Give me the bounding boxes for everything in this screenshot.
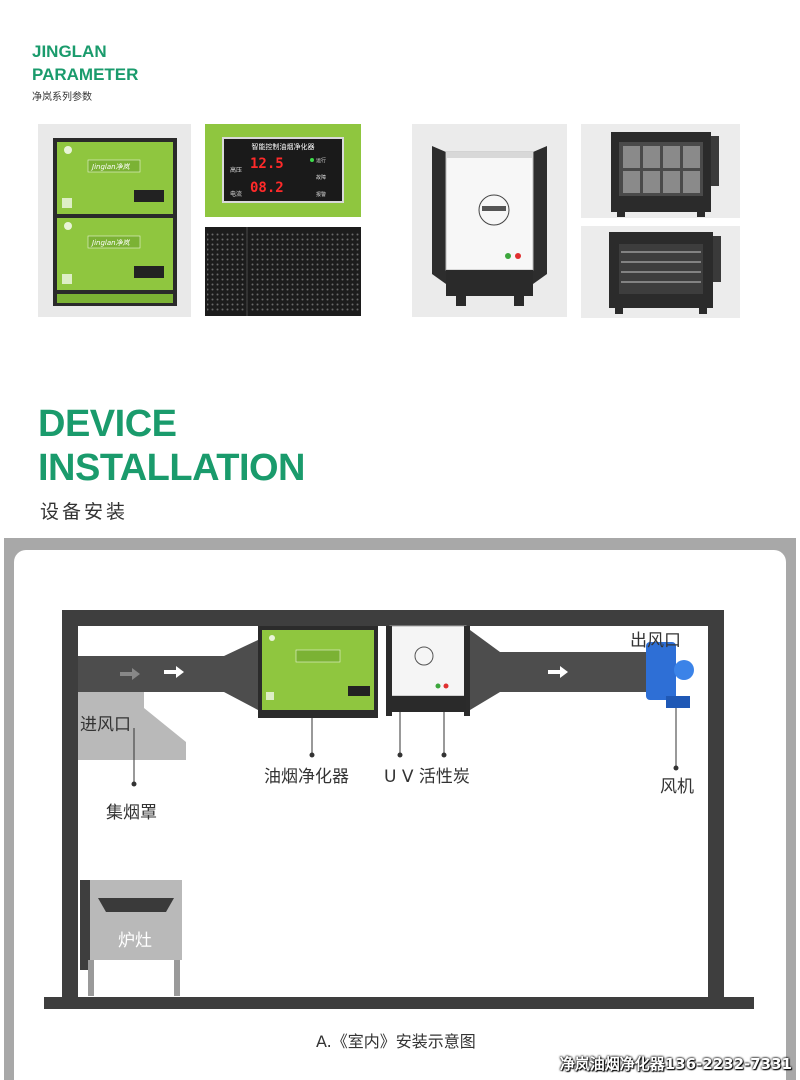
uv-lamps-image xyxy=(609,232,721,314)
photo-control-panel: 智能控制油烟净化器 高压 12.5 电流 08.2 运行 故障 报警 xyxy=(205,124,361,217)
uv-unit-base xyxy=(390,696,466,712)
room-right-wall xyxy=(708,610,724,1002)
voltage-label: 高压 xyxy=(230,167,243,174)
diagram-drawing xyxy=(44,610,754,1009)
uv-cabinet-image xyxy=(432,146,547,306)
installation-subtitle: 设备安装 xyxy=(40,501,129,523)
panel-title: 智能控制油烟净化器 xyxy=(251,143,315,151)
product-logo-2: Jinglan净岚 xyxy=(92,239,130,247)
run-label: 运行 xyxy=(316,158,327,164)
label-inlet: 进风口 xyxy=(80,715,131,735)
installation-title-line-1: DEVICE xyxy=(38,403,177,445)
brand-heading: JINGLAN PARAMETER xyxy=(32,40,138,86)
brand-subtitle: 净岚系列参数 xyxy=(32,92,92,103)
room-left-wall xyxy=(62,610,78,1002)
filter-grid-image xyxy=(611,132,719,217)
room-floor xyxy=(44,997,754,1009)
label-hood: 集烟罩 xyxy=(106,803,157,823)
installation-diagram: 进风口 集烟罩 油烟净化器 U V 活性炭 出风口 风机 炉灶 A.《室内》安装… xyxy=(4,538,796,1080)
run-indicator-icon xyxy=(310,158,314,162)
photo-uv-cabinet xyxy=(412,124,567,317)
current-label: 电流 xyxy=(230,191,243,198)
uv-unit-body xyxy=(389,625,467,697)
current-value: 08.2 xyxy=(250,180,284,196)
brand-line-1: JINGLAN xyxy=(32,42,107,61)
voltage-value: 12.5 xyxy=(250,156,284,172)
airflow-arrows xyxy=(120,666,568,680)
photo-perforated-panel xyxy=(205,227,361,316)
fault-label: 故障 xyxy=(316,175,327,181)
alarm-label: 报警 xyxy=(316,192,327,198)
purifier-front xyxy=(262,630,374,710)
photo-filter-grid xyxy=(581,124,740,218)
installation-title-line-2: INSTALLATION xyxy=(38,447,306,489)
smoke-hood xyxy=(78,692,186,760)
diagram-canvas: 进风口 集烟罩 油烟净化器 U V 活性炭 出风口 风机 炉灶 A.《室内》安装… xyxy=(14,550,786,1080)
stacked-units-image xyxy=(53,138,177,306)
watermark-text: 净岚油烟净化器136-2232-7331 xyxy=(559,1055,792,1073)
label-fan: 风机 xyxy=(660,777,694,797)
photo-stacked-units: Jinglan净岚 Jinglan净岚 xyxy=(38,124,191,317)
fan-body xyxy=(646,642,676,700)
brand-line-2: PARAMETER xyxy=(32,65,139,84)
purifier-logo-plate xyxy=(295,649,341,663)
product-logo-1: Jinglan净岚 xyxy=(92,163,130,171)
label-outlet: 出风口 xyxy=(630,631,681,651)
label-purifier: 油烟净化器 xyxy=(264,767,349,787)
installation-heading: DEVICE INSTALLATION xyxy=(38,402,306,490)
purifier-display xyxy=(348,686,370,696)
room-ceiling xyxy=(62,610,724,626)
label-stove: 炉灶 xyxy=(118,931,152,951)
label-uv: U V 活性炭 xyxy=(384,767,470,787)
photo-uv-lamps xyxy=(581,226,740,318)
duct-inlet xyxy=(78,640,258,710)
control-panel-display: 智能控制油烟净化器 高压 12.5 电流 08.2 运行 故障 报警 xyxy=(222,137,344,203)
perforated-panel-image xyxy=(205,227,361,316)
diagram-caption: A.《室内》安装示意图 xyxy=(316,1032,476,1051)
